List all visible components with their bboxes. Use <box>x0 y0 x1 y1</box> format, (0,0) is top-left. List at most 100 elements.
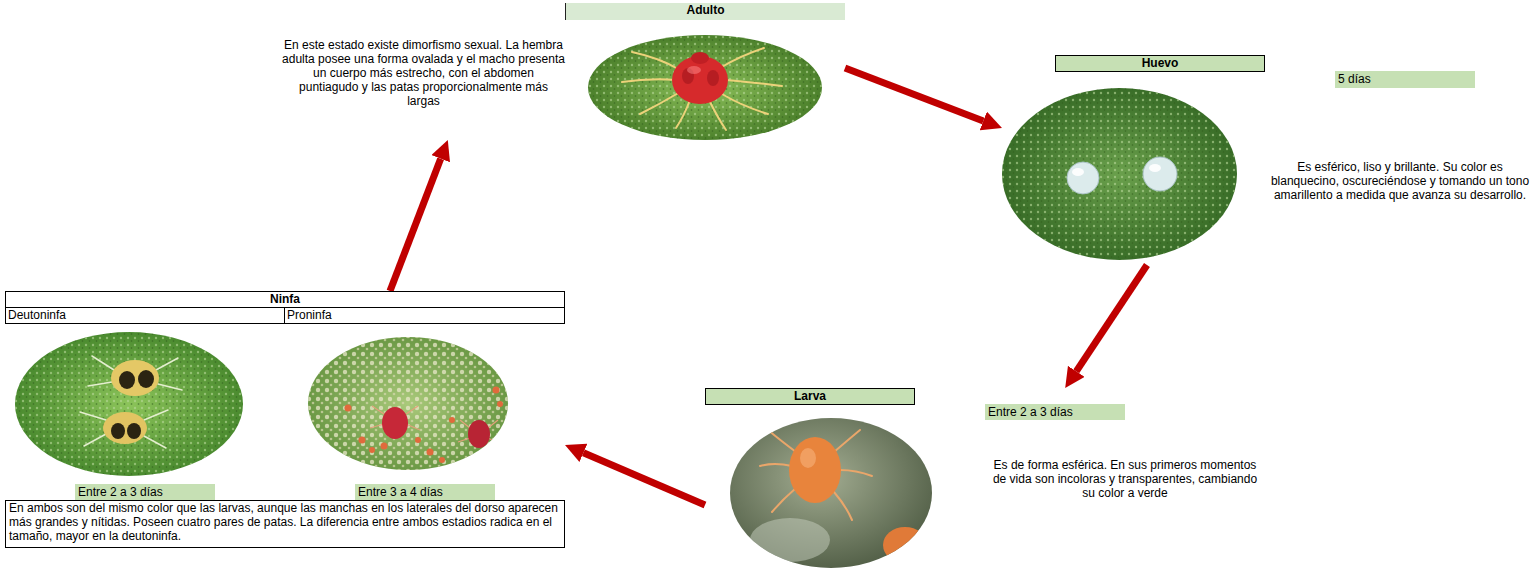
stage-description: En este estado existe dimorfismo sexual.… <box>282 38 565 108</box>
mite-body <box>382 407 408 439</box>
egg-cluster <box>345 387 504 464</box>
mite-leg <box>834 492 852 520</box>
larva-figures <box>750 430 927 563</box>
leaf-texture <box>588 35 822 140</box>
cycle-arrow <box>583 453 705 505</box>
photo-ground <box>588 35 822 140</box>
protonymph-photo <box>308 337 508 470</box>
cycle-arrow <box>845 68 983 121</box>
stage-heading: Larva <box>705 388 915 405</box>
table-cell: Proninfa <box>285 308 565 324</box>
mite-leg <box>632 52 680 70</box>
egg <box>345 405 352 412</box>
mite-spot <box>111 423 125 439</box>
note-box: En ambos son del mismo color que las lar… <box>5 500 565 548</box>
mite-leg <box>156 358 178 370</box>
mite-leg <box>720 48 764 68</box>
adult-photo <box>588 35 822 140</box>
egg <box>497 401 503 407</box>
stage-group: NinfaDeutoninfaProninfaEntre 2 a 3 díasE… <box>5 291 565 548</box>
stage-heading: Huevo <box>1055 55 1265 72</box>
node-label: Entre 2 a 3 días <box>78 485 212 499</box>
mite-legs <box>622 48 782 130</box>
egg <box>439 457 445 463</box>
mite-leg <box>768 430 796 452</box>
mite-body <box>789 437 841 503</box>
mite-leg <box>834 430 860 452</box>
mite-leg <box>772 488 796 512</box>
egg <box>1067 162 1099 194</box>
leaf-texture <box>15 332 243 476</box>
stage-description: Es de forma esférica. En sus primeros mo… <box>990 458 1260 500</box>
mite-leg <box>676 100 690 128</box>
photo-ground <box>1002 88 1237 260</box>
table-cell: Deutoninfa <box>5 308 285 324</box>
mite-leg <box>622 79 676 82</box>
mite-highlight <box>687 66 701 74</box>
duration-box: 5 días <box>1335 71 1475 88</box>
leaf-texture <box>308 337 508 470</box>
egg <box>381 443 388 450</box>
node-label: Entre 3 a 4 días <box>358 485 492 499</box>
mite-leg <box>640 92 680 114</box>
mite-body <box>883 527 927 563</box>
mite-body <box>468 420 490 448</box>
mite-leg <box>92 356 114 370</box>
mite-leg <box>710 102 726 130</box>
photo-ground <box>308 337 508 470</box>
egg <box>1143 157 1177 191</box>
mite-leg <box>80 412 106 420</box>
mite-spot <box>127 423 141 439</box>
mite-legs <box>80 356 182 448</box>
egg-shine <box>1149 164 1161 172</box>
web-patch <box>750 518 830 562</box>
node-label: 5 días <box>1338 72 1472 86</box>
node-label: Deutoninfa <box>8 308 282 322</box>
mite-body <box>111 360 159 396</box>
stage-description: Es esférico, liso y brillante. Su color … <box>1268 160 1532 202</box>
stage-heading: Adulto <box>565 3 845 20</box>
stage-group: Huevo Es esférico, liso y brillante. Su c… <box>1002 55 1535 265</box>
mite-spot <box>707 70 719 86</box>
egg <box>427 449 434 456</box>
cycle-arrow <box>1076 265 1147 371</box>
deutonymph-photo <box>15 332 243 476</box>
table-heading: Ninfa <box>5 291 565 308</box>
photo-ground <box>15 332 243 476</box>
leaf-texture <box>1002 88 1237 260</box>
mite-legs <box>760 430 872 520</box>
mite-leg <box>760 464 792 466</box>
duration-box: Entre 2 a 3 días <box>75 484 215 500</box>
node-label: En ambos son del mismo color que las lar… <box>9 501 561 543</box>
mite-spot <box>119 371 135 389</box>
duration-box: Entre 3 a 4 días <box>355 484 495 500</box>
mite-leg <box>84 434 106 446</box>
mite-highlight <box>800 448 816 468</box>
mite-leg <box>726 80 782 86</box>
mite-body <box>103 412 147 444</box>
photo-ground <box>730 418 932 568</box>
mite-leg <box>144 436 166 448</box>
egg <box>359 437 366 444</box>
cycle-arrow <box>390 159 441 291</box>
protonymph-figures <box>308 337 508 470</box>
stage-group: Larva Es de forma esférica. En sus primer… <box>705 388 1260 568</box>
mite-leg <box>840 470 872 476</box>
mite-head <box>691 52 709 64</box>
egg <box>493 387 500 394</box>
egg <box>449 417 455 423</box>
egg-shine <box>1072 168 1084 176</box>
mite-spot <box>138 370 154 388</box>
node-label: Entre 2 a 3 días <box>988 405 1122 419</box>
larva-photo <box>730 418 932 568</box>
duration-box: Entre 2 a 3 días <box>985 404 1125 420</box>
mite-leg <box>88 382 112 386</box>
egg <box>415 437 421 443</box>
egg-photo <box>1002 88 1237 260</box>
mite-leg <box>144 410 168 420</box>
node-label: Proninfa <box>287 308 562 322</box>
mite-leg <box>722 94 768 114</box>
egg <box>369 447 375 453</box>
stage-group: Adulto En este estado existe dimorfismo s… <box>280 3 845 140</box>
